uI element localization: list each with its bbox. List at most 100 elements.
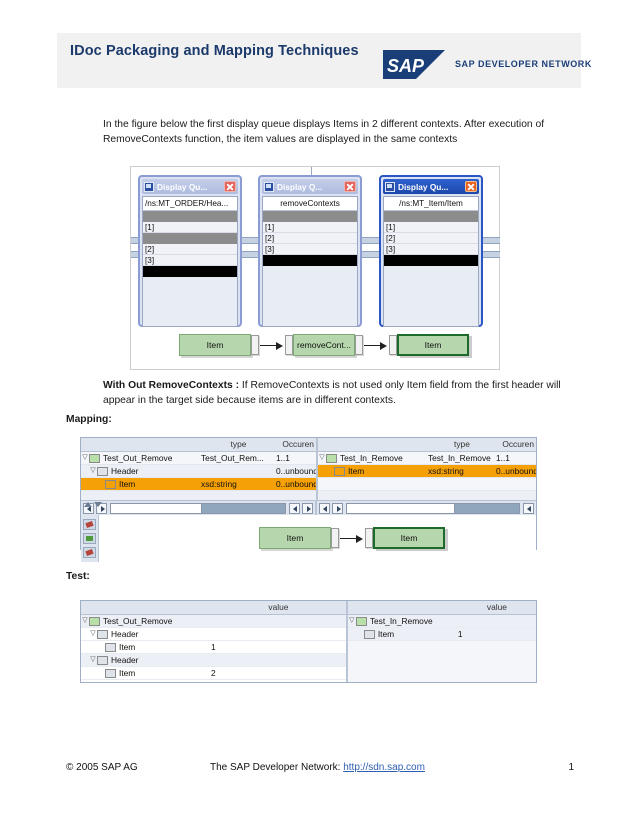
- table-row[interactable]: Item 3: [81, 680, 346, 682]
- connector-stub: [311, 167, 312, 177]
- queue-row-value: [2]: [384, 233, 478, 244]
- source-horizontal-scrollbar[interactable]: [81, 501, 317, 515]
- mapping-port-in[interactable]: [365, 528, 373, 548]
- window-title: Display Qu...: [157, 181, 208, 192]
- sap-logo-svg: SAP: [383, 49, 445, 79]
- element-icon: [97, 655, 108, 665]
- tree-row-name: Test_In_Remove: [339, 453, 403, 463]
- scroll-track[interactable]: [346, 502, 520, 514]
- tree-row-name: Item: [119, 479, 136, 489]
- queue-row-blank: [384, 310, 478, 321]
- expander-icon[interactable]: ▽: [82, 454, 88, 461]
- display-queue-window[interactable]: Display Qu... /ns:MT_Item/Item [1] [2] […: [379, 175, 483, 327]
- without-removecontexts-text: If RemoveContexts is not used only Item …: [103, 380, 561, 406]
- flow-arrow-icon: [364, 341, 388, 350]
- queue-row-value: [3]: [384, 244, 478, 255]
- window-title-bar[interactable]: Display Q...: [262, 179, 358, 194]
- create-mapping-icon[interactable]: [83, 518, 96, 530]
- expander-icon[interactable]: ▽: [82, 617, 88, 624]
- mapping-canvas: Item Item: [81, 515, 536, 562]
- scroll-track[interactable]: [110, 502, 286, 514]
- column-header-type: type: [230, 439, 247, 449]
- queue-context-path: removeContexts: [263, 197, 357, 211]
- scroll-down-icon[interactable]: [94, 502, 102, 507]
- queue-row-blank: [263, 299, 357, 310]
- table-row[interactable]: ▽ Header: [81, 628, 346, 641]
- table-row[interactable]: Item 1: [347, 628, 536, 641]
- row-value: 1: [457, 629, 463, 639]
- queue-row-value: [2]: [263, 233, 357, 244]
- queue-row-blank: [384, 277, 478, 288]
- queue-row-blank: [263, 266, 357, 277]
- tree-row[interactable]: Item xsd:string 0..unbound: [317, 465, 536, 478]
- expander-icon[interactable]: ▽: [349, 617, 355, 624]
- remove-mapping-icon[interactable]: [83, 547, 96, 559]
- element-icon: [97, 629, 108, 639]
- table-row[interactable]: ▽ Test_Out_Remove: [81, 615, 346, 628]
- sap-logo-text: SAP DEVELOPER NETWORK: [455, 59, 592, 69]
- flow-target-box[interactable]: Item: [397, 334, 469, 356]
- expander-icon[interactable]: ▽: [319, 454, 325, 461]
- queue-row-blank: [143, 299, 237, 310]
- flow-function-box[interactable]: removeCont...: [293, 334, 355, 356]
- column-header-name: [318, 438, 428, 451]
- window-title-bar[interactable]: Display Qu...: [383, 179, 479, 194]
- tree-row[interactable]: ▽ Header 0..unbound: [81, 465, 316, 478]
- column-header-name: [348, 601, 458, 614]
- table-row[interactable]: Item 1: [81, 641, 346, 654]
- window-app-icon: [385, 181, 395, 192]
- table-row[interactable]: Item 2: [81, 667, 346, 680]
- mapping-flow-row: Item removeCont... Item: [179, 333, 469, 357]
- close-icon[interactable]: [224, 181, 236, 192]
- mapping-editor-panel: type Occuren ▽ Test_Out_Remove Test_Out_…: [80, 437, 537, 562]
- test-target-pane: value ▽ Test_In_Remove Item 1: [347, 601, 536, 682]
- mapping-section-label: Mapping:: [66, 414, 112, 425]
- row-name: Test_In_Remove: [369, 616, 433, 626]
- footer-link[interactable]: http://sdn.sap.com: [343, 762, 425, 773]
- tree-row-type: xsd:string: [427, 465, 496, 477]
- column-header-occurrence: Occuren: [502, 439, 534, 449]
- tree-row[interactable]: ▽ Test_In_Remove Test_In_Remove 1..1: [317, 452, 536, 465]
- without-removecontexts-paragraph: With Out RemoveContexts : If RemoveConte…: [103, 379, 571, 408]
- flow-port-in[interactable]: [285, 335, 293, 355]
- scroll-up-icon[interactable]: [84, 502, 92, 507]
- flow-port-out[interactable]: [355, 335, 363, 355]
- expander-icon[interactable]: ▽: [90, 467, 96, 474]
- column-header-type: type: [454, 439, 470, 449]
- close-icon[interactable]: [344, 181, 356, 192]
- mapping-source-box[interactable]: Item: [259, 527, 331, 549]
- mapping-port-out[interactable]: [331, 528, 339, 548]
- queue-row-value: [2]: [143, 244, 237, 255]
- expander-icon[interactable]: ▽: [90, 656, 96, 663]
- target-horizontal-scrollbar[interactable]: [317, 501, 536, 515]
- queue-row-value: [1]: [143, 222, 237, 233]
- table-row[interactable]: ▽ Test_In_Remove: [347, 615, 536, 628]
- scroll-left-button[interactable]: [289, 502, 300, 514]
- display-queue-window[interactable]: Display Qu... /ns:MT_ORDER/Hea... [1] [2…: [138, 175, 242, 327]
- tree-row[interactable]: ▽ Test_Out_Remove Test_Out_Rem... 1..1: [81, 452, 316, 465]
- table-row[interactable]: ▽ Header: [81, 654, 346, 667]
- window-title-bar[interactable]: Display Qu...: [142, 179, 238, 194]
- expander-icon[interactable]: ▽: [90, 630, 96, 637]
- scroll-thumb[interactable]: [347, 503, 455, 513]
- scroll-left-button[interactable]: [319, 502, 330, 514]
- flow-port-in[interactable]: [389, 335, 397, 355]
- scroll-left-button[interactable]: [523, 502, 534, 514]
- mapping-source-tree: type Occuren ▽ Test_Out_Remove Test_Out_…: [81, 438, 318, 500]
- scroll-thumb[interactable]: [111, 503, 203, 513]
- scroll-right-button[interactable]: [302, 502, 313, 514]
- mapping-arrow-icon: [340, 534, 364, 543]
- scroll-right-button[interactable]: [332, 502, 343, 514]
- mapping-scrollbar-row: [81, 500, 536, 515]
- mapping-target-box[interactable]: Item: [373, 527, 445, 549]
- window-title: Display Q...: [277, 181, 323, 192]
- queue-row-blank: [384, 288, 478, 299]
- column-header-occurrence: Occuren: [282, 439, 314, 449]
- flow-port-out[interactable]: [251, 335, 259, 355]
- display-queue-window[interactable]: Display Q... removeContexts [1] [2] [3]: [258, 175, 362, 327]
- dependencies-icon[interactable]: [83, 532, 96, 544]
- tree-row-type: Test_Out_Rem...: [201, 453, 264, 463]
- flow-source-box[interactable]: Item: [179, 334, 251, 356]
- close-icon[interactable]: [465, 181, 477, 192]
- tree-row[interactable]: Item xsd:string 0..unbound: [81, 478, 316, 491]
